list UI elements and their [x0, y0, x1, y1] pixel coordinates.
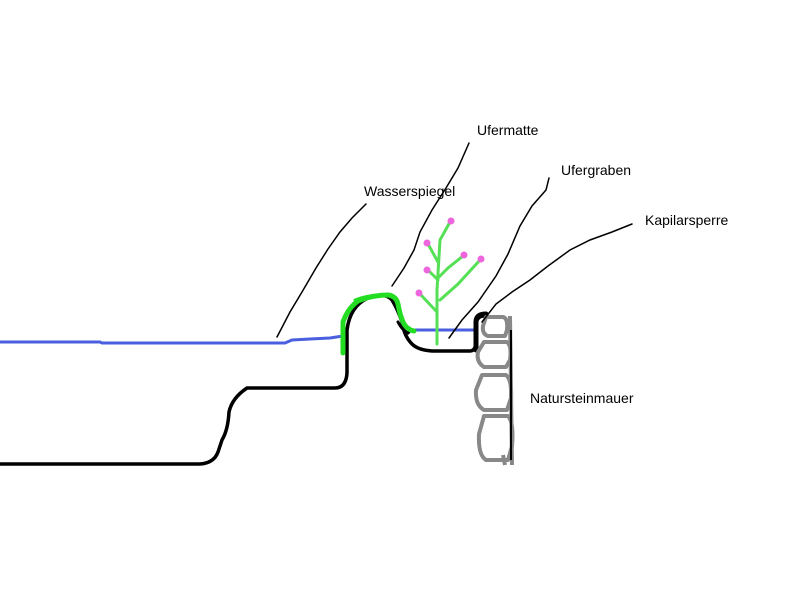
plant-branch-2 [436, 254, 465, 280]
flower-1 [447, 217, 455, 225]
bank-mat [340, 292, 417, 356]
plant-stem [435, 220, 452, 346]
wall-stone-4 [476, 414, 515, 462]
leader-lines [276, 142, 633, 339]
label-wasserspiegel: Wasserspiegel [364, 183, 456, 199]
plant [418, 220, 482, 346]
plant-branch-1 [426, 242, 440, 264]
plant-branch-4 [438, 258, 482, 302]
wall-stone-1 [480, 315, 510, 338]
flower-2 [423, 239, 431, 247]
flower-6 [415, 289, 423, 297]
flower-5 [477, 255, 485, 263]
flower-3 [460, 251, 468, 259]
water-surface-left [0, 334, 345, 345]
plant-branch-5 [418, 292, 439, 314]
plant-flowers [415, 217, 485, 297]
stone-wall [473, 315, 515, 466]
label-natursteinmauer: Natursteinmauer [530, 390, 634, 406]
leader-ufermatte [391, 142, 470, 287]
label-ufermatte: Ufermatte [477, 122, 539, 138]
label-kapilarsperre: Kapilarsperre [645, 212, 729, 228]
leader-wasserspiegel [276, 203, 367, 338]
label-ufergraben: Ufergraben [561, 162, 632, 178]
wall-stone-2 [475, 340, 513, 369]
pond-bottom-profile [0, 293, 486, 466]
trench-wall-thick [473, 311, 489, 353]
leader-kapilarsperre [481, 223, 633, 323]
leader-ufergraben [448, 177, 550, 339]
flower-4 [423, 266, 431, 274]
bank-mat-top [353, 293, 394, 302]
wall-stone-3 [473, 373, 514, 412]
